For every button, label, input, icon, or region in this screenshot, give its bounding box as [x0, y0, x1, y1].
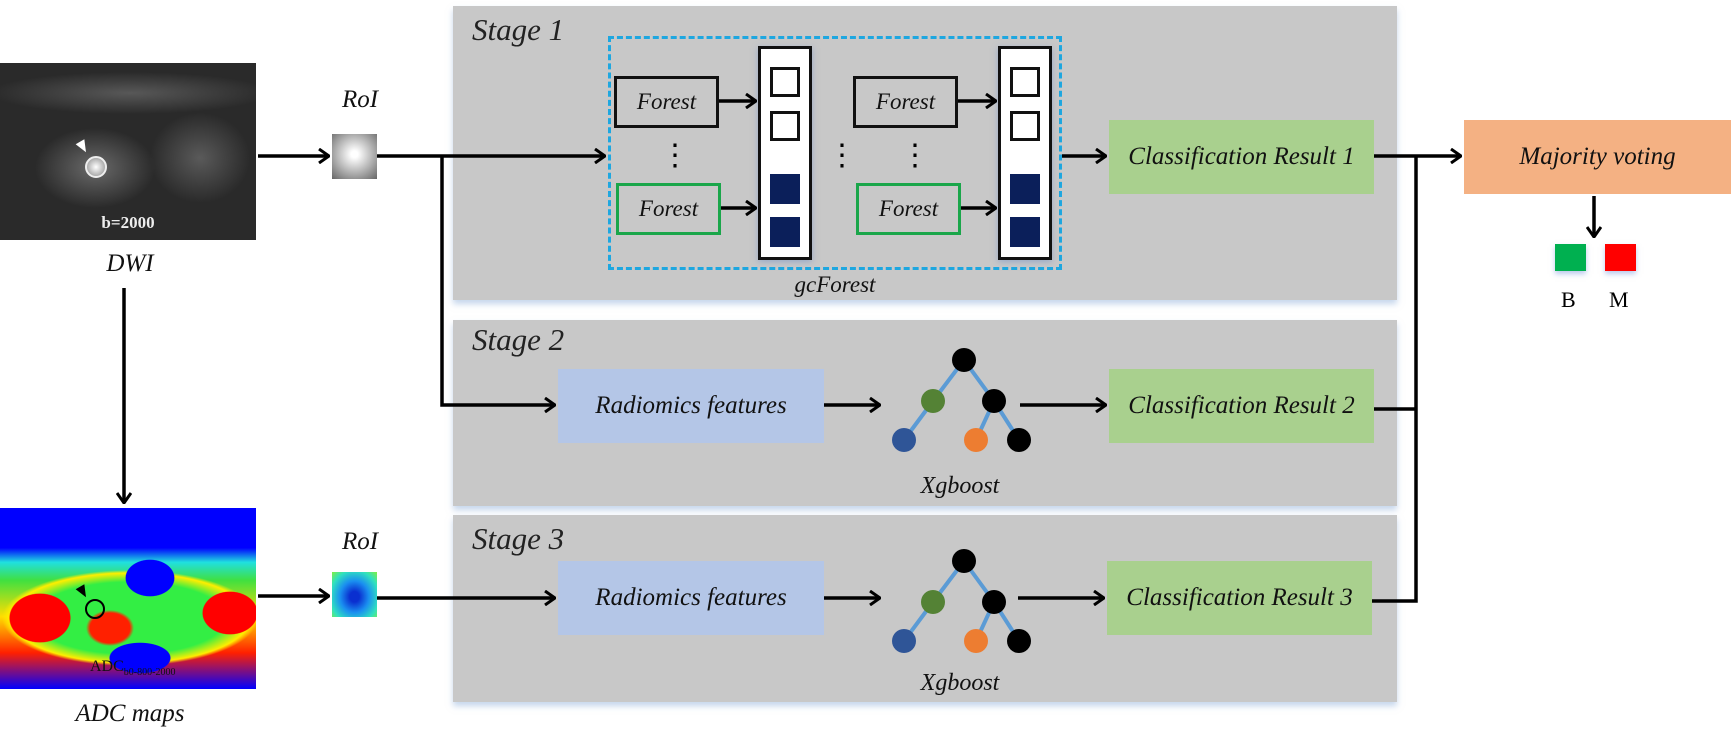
- dwi-lesion: [85, 156, 107, 178]
- gcforest-group: [608, 36, 1062, 270]
- xgboost-label-2: Xgboost: [920, 473, 1000, 499]
- class-m-swatch: [1605, 244, 1636, 271]
- tree-node-right: [982, 389, 1006, 413]
- ellipsis-2: ⋮: [827, 139, 857, 172]
- vector-cell-empty: [1010, 67, 1040, 97]
- vector-cell-filled: [770, 174, 800, 204]
- stage1-title: Stage 1: [472, 12, 565, 47]
- vector-cell-empty: [770, 111, 800, 141]
- stage2-title: Stage 2: [472, 322, 565, 357]
- adc-caption: ADC maps: [75, 700, 185, 727]
- tree-node-leaf-rl: [964, 428, 988, 452]
- ellipsis-1: ⋮: [660, 139, 690, 172]
- classification-result-1: Classification Result 1: [1109, 120, 1374, 194]
- adc-map-image: ADCb0-800-2000: [0, 508, 256, 689]
- vector-cell-filled: [1010, 174, 1040, 204]
- tree-node-left: [921, 590, 945, 614]
- roi-label-adc: RoI: [341, 528, 379, 555]
- stage3-title: Stage 3: [472, 521, 565, 556]
- xgboost-tree-3: [892, 549, 1031, 653]
- class-vector-2: [998, 46, 1052, 260]
- roi-dwi-thumbnail: [332, 134, 377, 179]
- tree-node-leaf-ll: [892, 428, 916, 452]
- class-b-label: B: [1561, 287, 1576, 312]
- vector-cell-filled: [1010, 217, 1040, 247]
- forest-box-4: Forest: [856, 183, 961, 235]
- adc-map-label: ADCb0-800-2000: [90, 658, 176, 679]
- class-b-swatch: [1555, 244, 1586, 271]
- tree-node-leaf-ll: [892, 629, 916, 653]
- classification-result-3: Classification Result 3: [1107, 561, 1372, 635]
- class-vector-1: [758, 46, 812, 260]
- dwi-b-value: b=2000: [101, 213, 155, 232]
- roi-adc-thumbnail: [332, 572, 377, 617]
- tree-node-leaf-rr: [1007, 629, 1031, 653]
- dwi-caption: DWI: [106, 250, 154, 277]
- radiomics-features-3: Radiomics features: [558, 561, 824, 635]
- class-m-label: M: [1609, 287, 1629, 312]
- connector-result3: [1372, 156, 1418, 603]
- vector-cell-empty: [1010, 111, 1040, 141]
- tree-node-root: [952, 549, 976, 573]
- tree-node-root: [952, 348, 976, 372]
- tree-node-leaf-rr: [1007, 428, 1031, 452]
- forest-box-3: Forest: [853, 76, 958, 128]
- classification-result-2: Classification Result 2: [1109, 369, 1374, 443]
- gcforest-label: gcForest: [794, 272, 876, 297]
- adc-lesion: [85, 599, 105, 619]
- tree-node-leaf-rl: [964, 629, 988, 653]
- ellipsis-3: ⋮: [900, 139, 930, 172]
- radiomics-features-2: Radiomics features: [558, 369, 824, 443]
- xgboost-label-3: Xgboost: [920, 670, 1000, 696]
- roi-label-dwi: RoI: [341, 86, 379, 113]
- xgboost-tree-2: [892, 348, 1031, 452]
- tree-node-right: [982, 590, 1006, 614]
- tree-node-left: [921, 389, 945, 413]
- forest-box-1: Forest: [614, 76, 719, 128]
- majority-voting-box: Majority voting: [1464, 120, 1731, 194]
- vector-cell-empty: [770, 67, 800, 97]
- vector-cell-filled: [770, 217, 800, 247]
- arrow-roi-to-radiomics-2: [440, 156, 555, 405]
- forest-box-2: Forest: [616, 183, 721, 235]
- dwi-image: b=2000: [0, 63, 256, 240]
